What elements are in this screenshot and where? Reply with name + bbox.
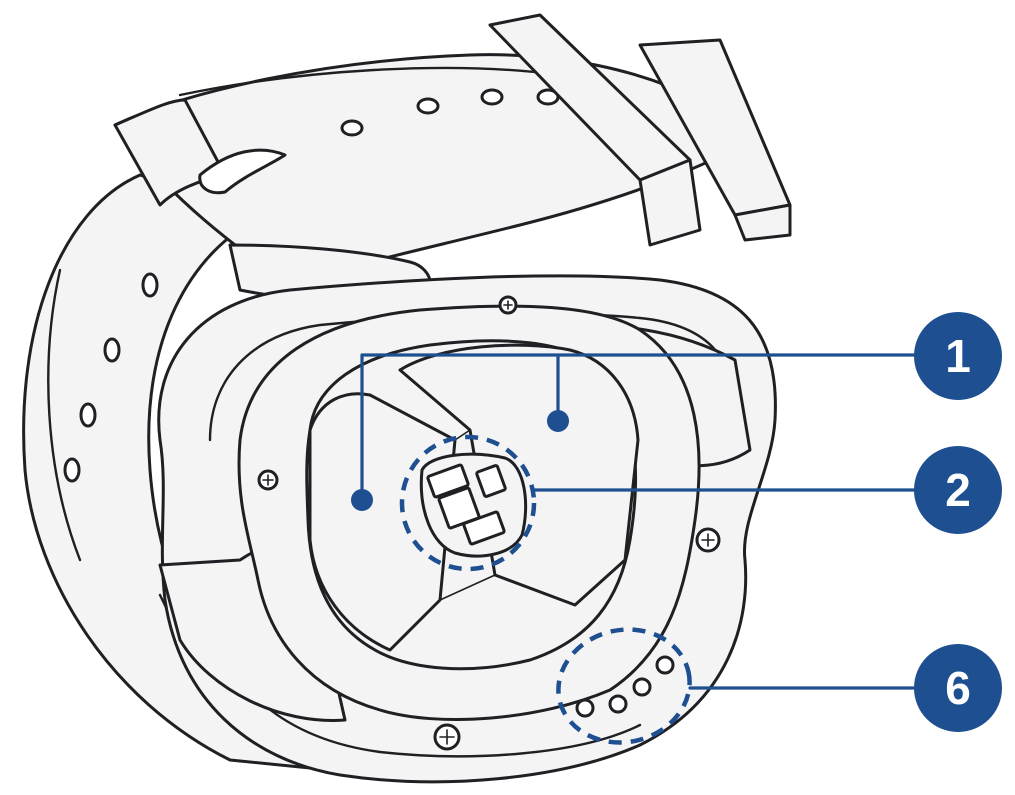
strap-holes-top: [340, 88, 560, 137]
heart-rate-sensor: [419, 452, 528, 558]
contacts-highlight: [556, 627, 692, 745]
callout-lines: [360, 353, 922, 690]
callout-label-2: 2: [945, 464, 971, 516]
callout-label-6: 6: [945, 662, 971, 714]
screw-top: [498, 295, 518, 315]
screw-right: [695, 527, 721, 553]
callout-label-1: 1: [945, 330, 971, 382]
screw-left: [257, 469, 279, 491]
strap-keepers: [488, 13, 792, 247]
sensor-highlight: [399, 434, 537, 572]
callout-badge-1: 1: [914, 312, 1002, 400]
callout-badge-6: 6: [914, 644, 1002, 732]
strap-holes-left: [63, 272, 159, 483]
screw-bottom: [433, 723, 461, 751]
callout-badge-2: 2: [914, 446, 1002, 534]
charging-contacts: [575, 655, 675, 718]
